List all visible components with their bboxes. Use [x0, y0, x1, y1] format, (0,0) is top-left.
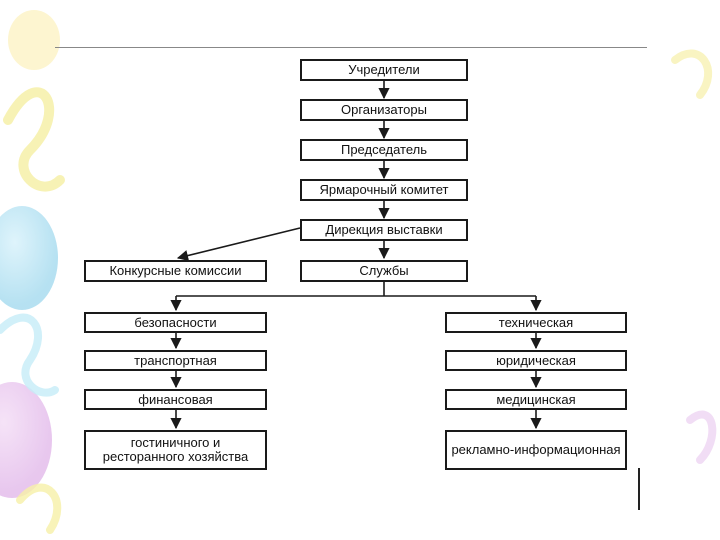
node-founders-label: Учредители [348, 63, 420, 77]
node-chairman: Председатель [300, 139, 468, 161]
node-technical-label: техническая [499, 316, 573, 330]
arrow-directorate-commissions [178, 228, 300, 258]
node-founders: Учредители [300, 59, 468, 81]
node-organizers-label: Организаторы [341, 103, 427, 117]
node-medical: медицинская [445, 389, 627, 410]
node-advertising-info: рекламно-информационная [445, 430, 627, 470]
node-fair-committee-label: Ярмарочный комитет [320, 183, 449, 197]
node-advertising-info-label: рекламно-информационная [451, 443, 620, 457]
node-technical: техническая [445, 312, 627, 333]
node-medical-label: медицинская [496, 393, 575, 407]
node-chairman-label: Председатель [341, 143, 427, 157]
node-legal: юридическая [445, 350, 627, 371]
node-security: безопасности [84, 312, 267, 333]
node-transport: транспортная [84, 350, 267, 371]
node-hotel-restaurant-label: гостиничного и ресторанного хозяйства [90, 436, 261, 464]
node-competition-commissions-label: Конкурсные комиссии [109, 264, 241, 278]
node-financial-label: финансовая [138, 393, 212, 407]
node-organizers: Организаторы [300, 99, 468, 121]
node-security-label: безопасности [134, 316, 216, 330]
node-hotel-restaurant: гостиничного и ресторанного хозяйства [84, 430, 267, 470]
node-services: Службы [300, 260, 468, 282]
node-fair-committee: Ярмарочный комитет [300, 179, 468, 201]
node-legal-label: юридическая [496, 354, 576, 368]
node-transport-label: транспортная [134, 354, 217, 368]
node-exhibition-directorate: Дирекция выставки [300, 219, 468, 241]
node-competition-commissions: Конкурсные комиссии [84, 260, 267, 282]
node-financial: финансовая [84, 389, 267, 410]
node-services-label: Службы [359, 264, 408, 278]
node-exhibition-directorate-label: Дирекция выставки [325, 223, 442, 237]
